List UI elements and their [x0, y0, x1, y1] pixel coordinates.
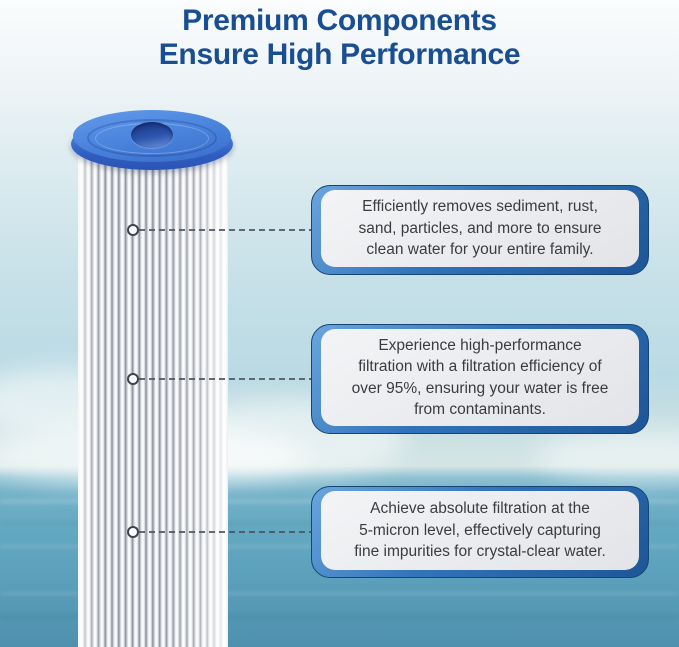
cloud [535, 428, 679, 484]
callout-card: Efficiently removes sediment, rust, sand… [321, 190, 639, 267]
filter-cap-groove [87, 119, 217, 157]
page-title-line1: Premium Components [182, 4, 497, 37]
sea-streak [0, 615, 679, 618]
callout-card: Achieve absolute filtration at the 5-mic… [321, 491, 639, 570]
callout-connector-line [139, 531, 315, 533]
callout-box-filtration-efficiency: Experience high-performance filtration w… [311, 324, 649, 434]
callout-text: Efficiently removes sediment, rust, sand… [358, 198, 602, 259]
callout-box-sediment-removal: Efficiently removes sediment, rust, sand… [311, 185, 649, 275]
callout-box-micron-rating: Achieve absolute filtration at the 5-mic… [311, 486, 649, 578]
callout-connector-line [139, 378, 315, 380]
callout-card: Experience high-performance filtration w… [321, 329, 639, 426]
callout-connector-dot [127, 224, 139, 236]
callout-text: Experience high-performance filtration w… [351, 336, 609, 419]
callout-connector-dot [127, 373, 139, 385]
callout-connector-dot [127, 526, 139, 538]
callout-connector-line [139, 229, 315, 231]
page-title-line2: Ensure High Performance [158, 38, 521, 71]
page-title: Premium Components Ensure High Performan… [0, 4, 679, 72]
filter-pleated-body [78, 146, 228, 647]
filter-cap-center-hole [131, 122, 173, 148]
callout-text: Achieve absolute filtration at the 5-mic… [354, 500, 606, 561]
sea-streak [0, 592, 679, 595]
